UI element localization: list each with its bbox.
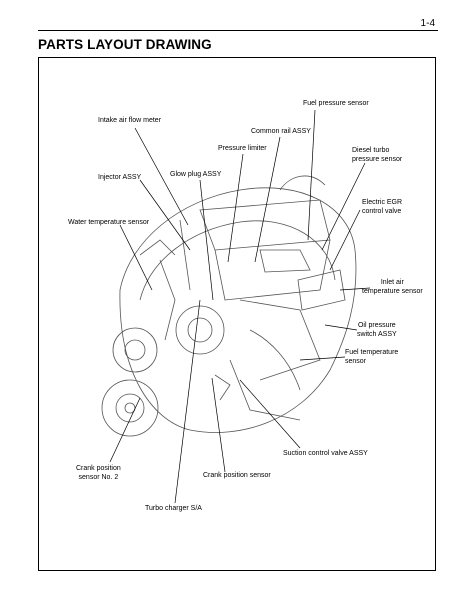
label-turbo-charger-sa: Turbo charger S/A bbox=[145, 505, 202, 512]
leader-fuel-pressure-sensor bbox=[307, 109, 316, 241]
leader-inlet-air bbox=[339, 287, 371, 291]
leader-intake-air-flow-meter bbox=[134, 127, 189, 226]
leader-injector bbox=[139, 179, 191, 251]
label-line: sensor bbox=[345, 358, 367, 365]
leader-lines bbox=[109, 109, 371, 504]
header-rule bbox=[38, 30, 438, 31]
label-line: control valve bbox=[362, 208, 402, 215]
label-inlet-air-temperature-sensor: Inlet air temperature sensor bbox=[362, 278, 423, 296]
label-line: pressure sensor bbox=[352, 156, 403, 163]
leader-crank-sensor bbox=[211, 377, 226, 473]
leader-suction-valve bbox=[239, 379, 301, 449]
leader-fuel-temp bbox=[299, 356, 346, 361]
page-title: PARTS LAYOUT DRAWING bbox=[38, 37, 212, 52]
label-water-temperature-sensor: Water temperature sensor bbox=[68, 219, 150, 226]
leader-oil-pressure bbox=[324, 324, 358, 331]
label-electric-egr-control-valve: Electric EGR control valve bbox=[362, 198, 402, 216]
label-line: Electric EGR bbox=[362, 199, 403, 206]
label-glow-plug-assy: Glow plug ASSY bbox=[170, 171, 222, 178]
label-line: Oil pressure bbox=[357, 322, 396, 329]
label-suction-control-valve-assy: Suction control valve ASSY bbox=[283, 450, 368, 457]
engine-illustration bbox=[101, 175, 357, 437]
leader-diesel-turbo bbox=[321, 162, 366, 251]
leader-water-temp bbox=[119, 224, 153, 291]
label-crank-position-sensor: Crank position sensor bbox=[203, 472, 271, 479]
leader-egr bbox=[329, 209, 361, 271]
label-line: Crank position bbox=[76, 465, 121, 472]
label-injector-assy: Injector ASSY bbox=[98, 174, 142, 181]
label-fuel-temperature-sensor: Fuel temperature sensor bbox=[345, 348, 398, 366]
page-number: 1-4 bbox=[420, 18, 435, 29]
leader-common-rail bbox=[254, 136, 281, 263]
leader-glow-plug bbox=[199, 179, 214, 301]
label-fuel-pressure-sensor: Fuel pressure sensor bbox=[303, 100, 369, 107]
label-line: Fuel temperature bbox=[345, 349, 399, 356]
label-line: temperature sensor bbox=[362, 288, 423, 295]
label-line: Inlet air bbox=[380, 279, 404, 286]
label-line: sensor No. 2 bbox=[78, 474, 119, 481]
leader-turbo bbox=[174, 299, 201, 504]
label-common-rail-assy: Common rail ASSY bbox=[251, 128, 311, 135]
label-line: Diesel turbo bbox=[352, 147, 390, 154]
label-pressure-limiter: Pressure limiter bbox=[218, 145, 267, 152]
label-oil-pressure-switch-assy: Oil pressure switch ASSY bbox=[357, 321, 397, 339]
leader-pressure-limiter bbox=[227, 153, 244, 263]
label-intake-air-flow-meter: Intake air flow meter bbox=[98, 117, 162, 124]
label-crank-position-sensor-no2: Crank position sensor No. 2 bbox=[76, 464, 121, 482]
leader-crank-no2 bbox=[109, 397, 141, 463]
label-line: switch ASSY bbox=[357, 331, 397, 338]
label-diesel-turbo-pressure-sensor: Diesel turbo pressure sensor bbox=[352, 146, 402, 164]
drawing-frame bbox=[38, 57, 436, 571]
